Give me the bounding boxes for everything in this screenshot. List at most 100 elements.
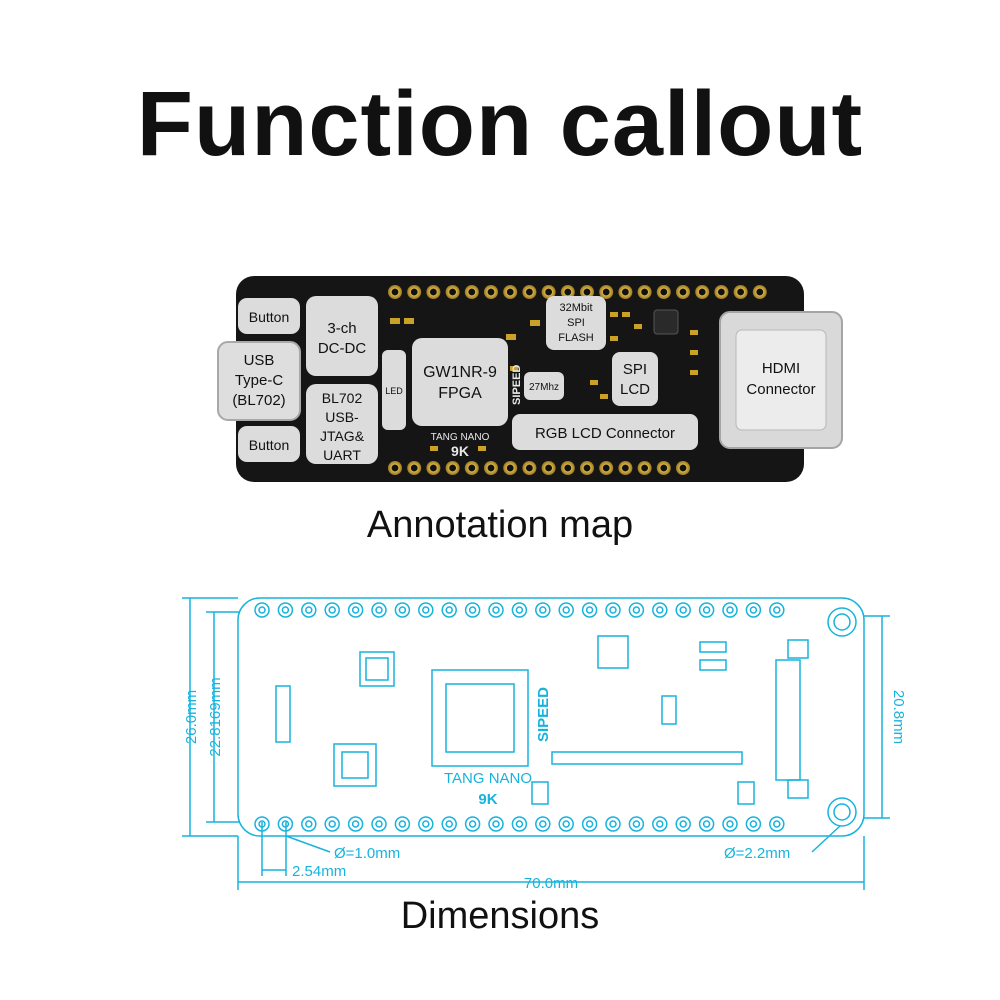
hd-line-1: Connector [746,381,815,398]
header-pad [407,285,422,299]
fp-line-1: FPGA [438,385,482,402]
svg-text:2.54mm: 2.54mm [292,863,346,880]
label-fpga: GW1NR-9 FPGA [412,338,508,426]
outline-pad [418,602,434,618]
outline-pad [464,602,481,618]
outline-pad-hole [375,606,383,614]
outline-pad [628,602,645,618]
header-pad [695,285,710,299]
outline-pad-hole [562,820,570,828]
outline-pad [394,816,411,832]
outline-pad-hole [445,606,453,614]
svg-text:70.0mm: 70.0mm [524,875,578,892]
outline-pad-hole [702,820,711,828]
dimension-labels: 26.0mm 22.8169mm 20.8mm Ø=1.0mm Ø=2.2mm … [183,677,907,892]
outline-pad [418,816,434,832]
hd-line-0: HDMI [762,360,800,377]
header-pad [522,285,537,299]
inductor [653,309,679,335]
outline-pad-hole [585,820,594,828]
header-pad [637,285,652,299]
page-title: Function callout [136,73,864,175]
usb-line-1: Type-C [235,372,284,389]
outline-pad-hole [281,606,290,614]
bl-line-0: BL702 [322,390,363,406]
smd-components [390,312,698,451]
header-pad [426,461,441,475]
outline-pads-top [254,602,785,618]
sp-line-1: LCD [620,381,650,398]
svg-text:LED: LED [385,386,403,396]
header-pads-top [388,285,767,299]
header-pad [522,461,537,475]
outline-pad-hole [445,820,453,828]
header-pad [541,461,556,475]
outline-pad-hole [539,606,547,614]
outline-pad-hole [375,820,383,828]
header-pad [464,461,479,475]
header-pad [484,285,498,299]
header-pad [503,285,518,299]
svg-text:TANG NANO: TANG NANO [431,432,490,443]
outline-pad-hole [656,606,664,614]
svg-text:TANG NANO: TANG NANO [444,770,532,787]
outline-pad [745,602,762,618]
label-flash: 32Mbit SPI FLASH [546,296,606,350]
outline-pad-hole [422,606,430,614]
outline-pad [698,816,715,832]
svg-text:SIPEED: SIPEED [511,365,523,405]
header-pad [541,285,556,299]
outline-pad-hole [515,820,524,828]
hdmi-outline [775,659,801,781]
outline-pad [347,816,364,832]
annotation-map-caption: Annotation map [366,504,634,546]
outline-pad [324,602,340,618]
header-pad [407,461,422,475]
header-pad [580,461,594,475]
fp-line-0: GW1NR-9 [423,364,497,381]
outline-pad-hole [656,820,664,828]
header-pad [676,461,690,475]
outline-pad [628,816,645,832]
outline-pad [535,816,551,832]
outline-pad [464,816,481,832]
outline-pad-hole [679,606,687,614]
header-pad [580,285,594,299]
fl-line-2: FLASH [558,332,594,344]
svg-text:Button: Button [249,437,289,453]
fl-line-1: SPI [567,317,585,329]
outline-pad [652,602,668,618]
label-led: LED [382,350,406,430]
header-pad [599,461,614,475]
sp-line-0: SPI [623,361,647,378]
outline-pads-bottom [254,816,785,832]
outline-pad [488,602,504,618]
outline-pad-hole [422,820,430,828]
chip-outline-2 [333,743,377,787]
svg-text:SIPEED: SIPEED [535,687,552,742]
label-oscillator: 27Mhz [524,372,564,400]
outline-pad-hole [398,606,407,614]
outline-pad-hole [773,820,781,828]
outline-pad [605,816,621,832]
label-rgb-lcd: RGB LCD Connector [512,414,698,450]
pcb-outline [237,597,865,837]
header-pad [752,285,767,299]
outline-pad-hole [305,820,313,828]
outline-pad [277,602,294,618]
header-pad [445,285,460,299]
outline-pad [511,816,528,832]
outline-pad-hole [539,820,547,828]
outline-pad-hole [258,606,266,614]
svg-text:27Mhz: 27Mhz [529,382,559,393]
label-spi-lcd: SPI LCD [612,352,658,406]
header-pads-bottom [388,461,690,475]
header-pad [445,461,460,475]
outline-pad-hole [328,820,336,828]
outline-pad [722,816,738,832]
outline-pad [675,602,691,618]
header-pad [426,285,441,299]
outline-pad-hole [609,606,617,614]
outline-pad-hole [562,606,570,614]
